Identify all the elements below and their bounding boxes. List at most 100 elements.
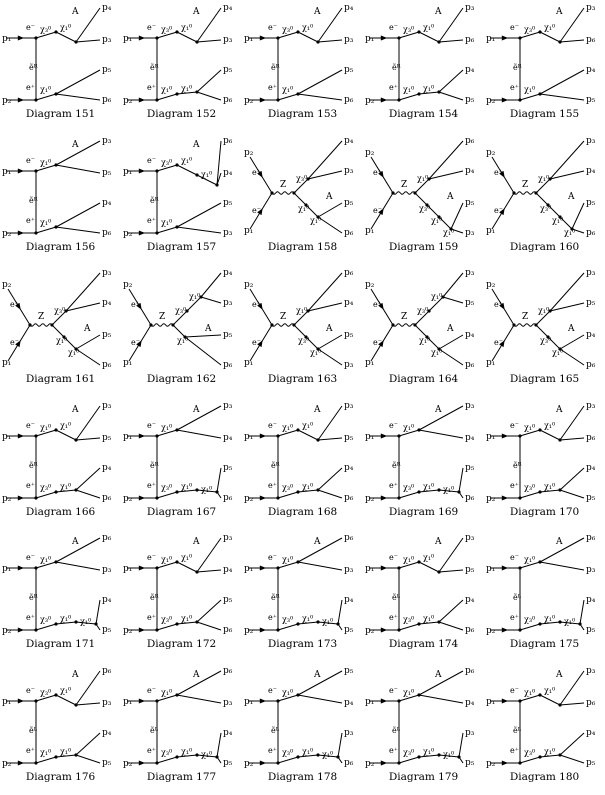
outgoing-line [559, 732, 585, 755]
neutralino-line [277, 623, 299, 631]
outgoing-line [75, 489, 101, 498]
propagator-label: e⁻ [510, 23, 519, 32]
outgoing-line [549, 140, 585, 179]
propagator-label: e⁺ [268, 613, 277, 622]
external-label: p₄ [223, 565, 233, 575]
neutralino-label: χ₁⁰ [310, 216, 321, 225]
external-label: p₁ [2, 34, 11, 44]
incoming-line-bottom-arrow [259, 494, 267, 501]
neutralino-line [317, 621, 339, 625]
propagator-label: e⁺ [510, 481, 519, 490]
external-label: p₄ [344, 3, 354, 13]
propagator-label: e⁻ [131, 338, 140, 347]
neutralino-label: χ₃⁰ [540, 336, 551, 345]
external-label: p₄ [223, 168, 233, 178]
incoming-line-top-arrow [380, 697, 388, 704]
neutralino-line [519, 694, 541, 701]
external-label: p₁ [486, 697, 495, 707]
propagator-label: e⁺ [494, 168, 503, 177]
neutralino-label: χ₁⁰ [282, 85, 293, 94]
external-label: p₆ [586, 228, 596, 238]
incoming-line-bottom-arrow [499, 207, 505, 215]
outgoing-line [559, 437, 585, 440]
external-label: p₄ [223, 728, 233, 738]
incoming-line-bottom-arrow [257, 340, 263, 348]
neutralino-label: χ₁⁰ [181, 156, 192, 165]
neutralino-line [35, 164, 57, 171]
propagator-label: ẽᴿ [150, 593, 159, 602]
photon-label: A [71, 140, 79, 150]
neutralino-line [176, 31, 198, 43]
incoming-line-bottom-arrow [138, 229, 146, 236]
outgoing-line [438, 621, 464, 631]
external-label: p₂ [123, 494, 133, 504]
outgoing-line [55, 140, 101, 165]
neutralino-line [277, 31, 299, 39]
incoming-line-top-arrow [17, 432, 25, 439]
outgoing-line [75, 702, 101, 705]
neutralino-line [438, 754, 460, 757]
outgoing-line [196, 69, 222, 93]
neutralino-line [297, 489, 319, 492]
neutralino-label: χ₁⁰ [201, 485, 212, 494]
neutralino-label: χ₁⁰ [40, 423, 51, 432]
propagator-label: ẽᴿ [392, 461, 401, 470]
neutralino-label: χ₁⁰ [60, 482, 71, 491]
external-label: p₄ [102, 463, 112, 473]
external-label: p₅ [344, 65, 354, 75]
neutralino-line [414, 324, 428, 338]
neutralino-label: χ₁⁰ [524, 688, 535, 697]
neutralino-line [519, 623, 541, 631]
external-label: p₆ [586, 698, 596, 708]
neutralino-label: χ₁⁰ [544, 482, 555, 491]
outgoing-line [55, 93, 101, 101]
outgoing-line [196, 39, 222, 43]
outgoing-line [428, 170, 464, 179]
neutralino-line [156, 226, 178, 233]
propagator-label: e⁺ [131, 300, 140, 309]
propagator-label: e⁻ [389, 23, 398, 32]
outgoing-line [216, 467, 222, 492]
z-boson-line [392, 190, 416, 195]
outgoing-line [55, 202, 101, 227]
vertex [149, 323, 153, 327]
external-label: p₃ [102, 565, 112, 575]
neutralino-label: χ₁⁰ [68, 348, 79, 357]
z-boson-line [513, 190, 537, 195]
neutralino-line [277, 93, 299, 101]
external-label: p₄ [102, 298, 112, 308]
external-label: p₁ [123, 432, 132, 442]
propagator-label: e⁺ [26, 216, 35, 225]
neutralino-label: χ₁⁰ [161, 688, 172, 697]
neutralino-line [519, 561, 541, 569]
incoming-line-bottom-arrow [501, 97, 509, 103]
neutralino-label: χ₁⁰ [40, 748, 51, 757]
external-label: p₆ [102, 360, 112, 370]
external-label: p₆ [344, 533, 354, 543]
photon-label: A [434, 670, 442, 680]
neutralino-label: χ₃⁰ [40, 25, 51, 34]
neutralino-line [539, 31, 561, 43]
external-label: p₂ [486, 96, 496, 106]
external-label: p₄ [465, 330, 475, 340]
neutralino-label: χ₁⁰ [544, 614, 555, 623]
neutralino-line [51, 310, 67, 326]
neutralino-line [176, 754, 198, 757]
external-label: p₄ [586, 65, 596, 75]
incoming-line-top-arrow [259, 697, 267, 704]
z-boson-label: Z [38, 312, 44, 322]
outgoing-line [75, 39, 101, 43]
incoming-line-top-arrow [259, 35, 267, 41]
external-label: p₄ [102, 3, 112, 13]
external-label: p₃ [344, 401, 354, 411]
incoming-line-bottom-arrow [17, 494, 25, 501]
propagator-label: ẽᴿ [513, 461, 522, 470]
external-label: p₅ [102, 758, 112, 768]
external-label: p₅ [223, 198, 233, 208]
neutralino-label: χ₃⁰ [175, 306, 186, 315]
